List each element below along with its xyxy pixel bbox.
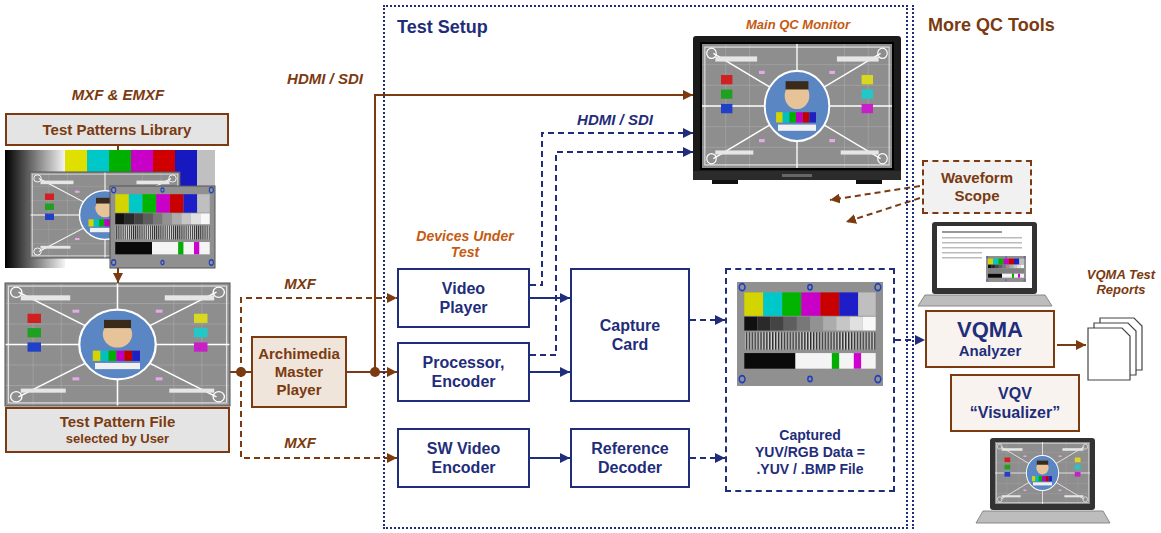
analyzer-box: VQMAAnalyzer	[925, 310, 1055, 368]
laptop-drawing	[937, 226, 1032, 288]
captured-image-drawing	[737, 282, 883, 386]
report-arrow	[1057, 344, 1086, 346]
laptop-drawing	[942, 247, 1022, 249]
laptop-drawing	[976, 438, 1110, 523]
box-label: selected by User	[66, 431, 169, 447]
player-box: Archimedia Master Player	[251, 336, 347, 408]
laptop-drawing	[918, 222, 1052, 306]
box-label: Test Pattern File	[60, 413, 176, 431]
device-box: SW Video Encoder	[397, 428, 530, 488]
box-label: SW Video Encoder	[419, 439, 509, 477]
file-box: Captured YUV/RGB Data = .YUV / .BMP File	[725, 268, 895, 492]
monitor-drawing	[693, 36, 901, 184]
capture-box: Capture Card	[570, 268, 690, 402]
note-label: MXF & EMXF	[48, 86, 188, 103]
monitor-drawing	[693, 36, 901, 180]
setup-region: Test SetupMain QC MonitorVideo PlayerPro…	[383, 5, 908, 529]
signal-label: HDMI / SDI	[277, 70, 373, 87]
laptop-drawing	[942, 242, 1022, 244]
laptop-drawing	[942, 257, 982, 259]
pattern-file-node: Test Pattern Fileselected by User	[5, 283, 230, 453]
connector	[530, 371, 570, 373]
connector	[347, 95, 693, 372]
box-label: VQMA	[957, 318, 1023, 342]
monitor-drawing	[782, 174, 812, 177]
pattern-library-drawing	[5, 150, 215, 268]
device-box: Video Player	[397, 268, 530, 328]
waveform-pointer-arrows	[846, 198, 920, 222]
monitor-caption: Main QC Monitor	[746, 17, 850, 32]
pattern-library-drawing	[110, 186, 215, 268]
monitor-drawing	[856, 180, 882, 184]
signal-label: MXF	[275, 434, 325, 451]
connector	[530, 297, 570, 299]
box-label: Reference Decoder	[585, 439, 675, 477]
laptop-drawing	[932, 222, 1037, 294]
box-label: Analyzer	[959, 342, 1022, 360]
laptop-drawing	[995, 442, 1090, 504]
report-documents	[1088, 318, 1142, 380]
signal-label: HDMI / SDI	[565, 111, 665, 128]
monitor-node: Main QC Monitor	[693, 15, 903, 183]
monitor-drawing	[700, 42, 894, 170]
laptop-drawing	[976, 511, 1110, 523]
note-label: VQMA Test Reports	[1083, 268, 1159, 298]
junction-dots	[236, 367, 246, 377]
captured-image-drawing	[725, 268, 895, 492]
pattern-file-drawing	[5, 283, 230, 406]
monitor-drawing	[712, 180, 738, 184]
connector	[530, 457, 570, 459]
pattern-file-drawing	[5, 283, 230, 406]
pattern-library-drawing	[110, 186, 215, 268]
note-label: Devices Under Test	[415, 228, 515, 260]
laptop-drawing	[942, 231, 1002, 233]
laptop-drawing	[918, 295, 1052, 306]
region-title: More QC Tools	[928, 15, 1147, 36]
box-label: Processor, Encoder	[419, 353, 509, 391]
tools-region: More QC ToolsWaveform ScopeVQMAAnalyzerV…	[912, 5, 1161, 529]
box-label: Archimedia Master Player	[257, 345, 341, 399]
pattern-file-drawing	[5, 283, 230, 406]
box-label: Video Player	[419, 279, 509, 317]
connector	[530, 133, 693, 285]
laptop-drawing	[986, 256, 1026, 282]
signal-label: MXF	[275, 275, 325, 292]
report-documents	[1088, 328, 1130, 380]
box-label: VQV “Visualizer”	[958, 384, 1072, 422]
laptop-drawing	[942, 252, 982, 254]
connector	[690, 319, 725, 321]
laptop-drawing	[990, 438, 1095, 510]
monitor-drawing	[702, 44, 892, 168]
box-label: Capture Card	[585, 316, 675, 354]
monitor-drawing	[693, 171, 901, 180]
pattern-file-box: Test Pattern Fileselected by User	[5, 407, 230, 453]
captured-image-drawing	[725, 268, 895, 492]
report-arrow	[1057, 345, 1086, 346]
laptop-drawing	[942, 237, 1022, 239]
connector	[895, 339, 925, 341]
device-box: Processor, Encoder	[397, 342, 530, 402]
connector	[690, 457, 725, 459]
box-label: Captured YUV/RGB Data = .YUV / .BMP File	[750, 427, 870, 478]
scope-box: Waveform Scope	[922, 160, 1032, 214]
visualizer-box: VQV “Visualizer”	[950, 374, 1080, 432]
box-label: Test Patterns Library	[43, 121, 192, 138]
library-box: Test Patterns Library	[5, 113, 229, 146]
junction-dots	[370, 367, 380, 377]
box-label: Waveform Scope	[928, 169, 1026, 205]
decoder-box: Reference Decoder	[570, 428, 690, 488]
